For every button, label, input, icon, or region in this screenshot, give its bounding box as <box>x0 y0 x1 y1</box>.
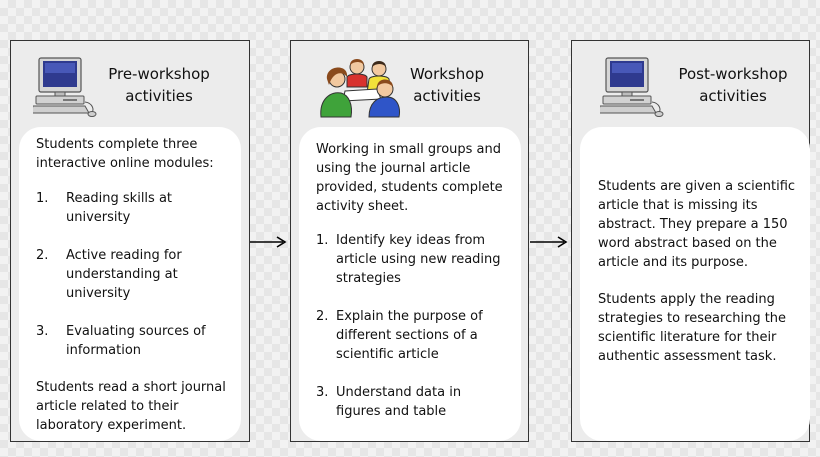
list-item: 2. Active reading for understanding at u… <box>36 246 231 303</box>
list-number: 2. <box>36 248 49 263</box>
list-number: 3. <box>36 324 49 339</box>
computer-icon <box>33 57 97 117</box>
arrow-right-icon <box>250 236 287 248</box>
activity-card: Working in small groups and using the jo… <box>299 127 521 441</box>
post-workshop-panel: Post-workshop activities Students are gi… <box>571 40 810 442</box>
list-number: 1. <box>36 191 49 206</box>
list-item: 3. Evaluating sources of information <box>36 322 231 360</box>
list-item: 3. Understand data in figures and table <box>316 383 511 421</box>
outro-text: Students read a short journal article re… <box>36 380 226 433</box>
computer-icon <box>600 57 664 117</box>
paragraph-text: Students apply the reading strategies to… <box>598 292 787 364</box>
paragraph-text: Students are given a scientific article … <box>598 179 796 270</box>
list-item: 1. Reading skills at university <box>36 189 231 227</box>
list-text: Reading skills at university <box>66 191 173 225</box>
panel-title: Pre-workshop activities <box>108 65 210 105</box>
list-text: Identify key ideas from article using ne… <box>336 233 501 286</box>
panel-header: Workshop activities <box>291 41 528 123</box>
module-list: 1. Reading skills at university 2. Activ… <box>36 189 231 360</box>
group-work-icon <box>320 59 400 118</box>
activity-card: Students complete three interactive onli… <box>19 127 241 441</box>
arrow-right-icon <box>530 236 568 248</box>
list-item: 1. Identify key ideas from article using… <box>316 231 511 288</box>
panel-title: Workshop activities <box>409 65 484 105</box>
pre-workshop-panel: Pre-workshop activities Students complet… <box>10 40 250 442</box>
list-text: Active reading for understanding at univ… <box>66 248 182 301</box>
panel-title: Post-workshop activities <box>678 65 788 105</box>
task-list: 1. Identify key ideas from article using… <box>316 231 511 421</box>
list-item: 2. Explain the purpose of different sect… <box>316 307 511 364</box>
intro-text: Working in small groups and using the jo… <box>316 142 503 214</box>
list-number: 1. <box>316 233 329 248</box>
intro-text: Students complete three interactive onli… <box>36 137 214 171</box>
workshop-panel: Workshop activities Working in small gro… <box>290 40 529 442</box>
list-number: 3. <box>316 385 329 400</box>
panel-header: Post-workshop activities <box>572 41 809 123</box>
list-text: Explain the purpose of different section… <box>336 309 483 362</box>
list-number: 2. <box>316 309 329 324</box>
activity-card: Students are given a scientific article … <box>580 127 810 441</box>
list-text: Evaluating sources of information <box>66 324 206 358</box>
panel-header: Pre-workshop activities <box>11 41 249 123</box>
list-text: Understand data in figures and table <box>336 385 462 419</box>
